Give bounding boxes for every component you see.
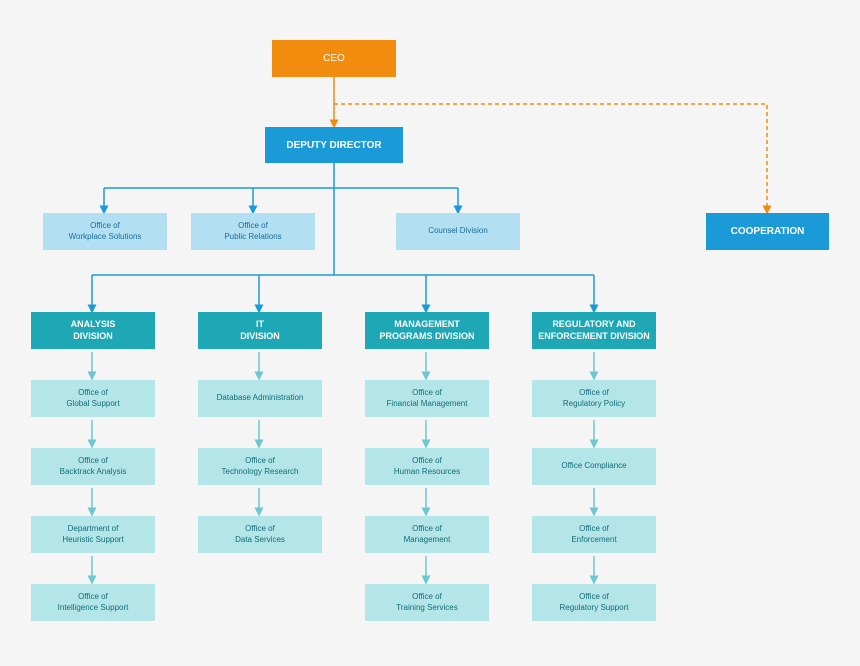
division-label: IT DIVISION	[240, 318, 280, 341]
ceo-box: CEO	[272, 40, 396, 77]
office-box: Office of Regulatory Policy	[532, 380, 656, 417]
staff-office-label: Counsel Division	[428, 226, 488, 236]
staff-office-box: Office of Public Relations	[191, 213, 315, 250]
cooperation-box: COOPERATION	[706, 213, 829, 250]
staff-office-label: Office of Workplace Solutions	[68, 221, 142, 241]
deputy-director-box: DEPUTY DIRECTOR	[265, 127, 403, 163]
office-label: Database Administration	[216, 393, 304, 403]
office-label: Office of Data Services	[235, 524, 285, 544]
office-box: Office of Backtrack Analysis	[31, 448, 155, 485]
office-label: Office of Regulatory Policy	[562, 388, 626, 408]
office-box: Office of Financial Management	[365, 380, 489, 417]
division-box: IT DIVISION	[198, 312, 322, 349]
office-label: Office of Human Resources	[393, 456, 461, 476]
office-label: Office of Global Support	[66, 388, 120, 408]
ceo-label: CEO	[323, 53, 345, 64]
office-box: Office of Intelligence Support	[31, 584, 155, 621]
deputy-director-label: DEPUTY DIRECTOR	[286, 139, 382, 151]
staff-office-box: Counsel Division	[396, 213, 520, 250]
staff-office-label: Office of Public Relations	[224, 221, 282, 241]
division-box: ANALYSIS DIVISION	[31, 312, 155, 349]
office-label: Department of Heuristic Support	[62, 524, 124, 544]
office-label: Office of Intelligence Support	[57, 592, 129, 612]
office-box: Database Administration	[198, 380, 322, 417]
office-label: Office of Regulatory Support	[559, 592, 629, 612]
office-box: Department of Heuristic Support	[31, 516, 155, 553]
division-label: REGULATORY AND ENFORCEMENT DIVISION	[538, 318, 650, 341]
division-label: MANAGEMENT PROGRAMS DIVISION	[379, 318, 475, 341]
office-label: Office of Management	[403, 524, 451, 544]
office-label: Office of Technology Research	[221, 456, 299, 476]
office-label: Office of Training Services	[396, 592, 458, 612]
office-box: Office of Training Services	[365, 584, 489, 621]
office-label: Office of Enforcement	[571, 524, 617, 544]
office-box: Office of Technology Research	[198, 448, 322, 485]
office-box: Office of Global Support	[31, 380, 155, 417]
office-label: Office of Financial Management	[386, 388, 468, 408]
office-box: Office of Enforcement	[532, 516, 656, 553]
office-box: Office of Management	[365, 516, 489, 553]
office-box: Office of Human Resources	[365, 448, 489, 485]
office-label: Office of Backtrack Analysis	[59, 456, 127, 476]
division-box: MANAGEMENT PROGRAMS DIVISION	[365, 312, 489, 349]
cooperation-label: COOPERATION	[730, 226, 805, 237]
office-box: Office of Regulatory Support	[532, 584, 656, 621]
office-box: Office Compliance	[532, 448, 656, 485]
staff-office-box: Office of Workplace Solutions	[43, 213, 167, 250]
division-label: ANALYSIS DIVISION	[70, 318, 116, 341]
division-box: REGULATORY AND ENFORCEMENT DIVISION	[532, 312, 656, 349]
office-box: Office of Data Services	[198, 516, 322, 553]
office-label: Office Compliance	[561, 461, 627, 471]
